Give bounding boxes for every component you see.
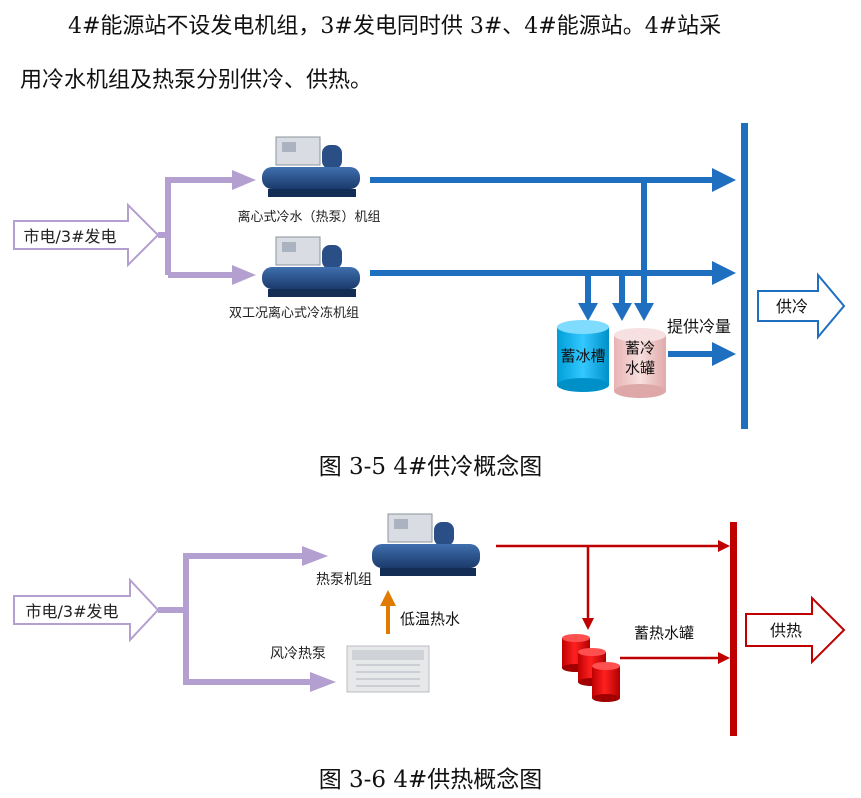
heating-output-arrow: 供热 (745, 595, 846, 665)
intro-line-1: 4#能源站不设发电机组，3#发电同时供 3#、4#能源站。4#站采 (68, 14, 722, 39)
supply-arrowhead-top (712, 168, 736, 192)
power-arrowhead-unit2 (232, 265, 256, 285)
dual-mode-chiller-image (262, 236, 360, 297)
cold-tank-label-2: 水罐 (625, 359, 655, 377)
tank-arrowhead-2 (612, 303, 632, 321)
low-temp-label: 低温热水 (400, 610, 460, 628)
heat-tank-label: 蓄热水罐 (634, 624, 694, 642)
figure-3-6-caption: 图 3-6 4#供热概念图 (318, 767, 543, 793)
heating-arrowhead-top (718, 540, 730, 552)
heating-arrowhead-bottom (718, 652, 730, 664)
centrifugal-chiller-image (262, 136, 360, 197)
heating-power-arrowhead-bottom (310, 672, 336, 692)
tank-arrowhead-1 (578, 303, 598, 321)
heating-diagram: 市电/3#发电 热泵机组 低温热水 风冷热泵 (13, 513, 846, 736)
air-pump-label: 风冷热泵 (270, 646, 326, 662)
source-label: 市电/3#发电 (24, 227, 117, 246)
heat-pump-unit-image (372, 513, 480, 576)
heating-source-label: 市电/3#发电 (26, 602, 119, 621)
heating-header-bar (730, 522, 737, 736)
ice-tank-label: 蓄冰槽 (560, 347, 605, 365)
unit1-label: 离心式冷水（热泵）机组 (237, 209, 380, 225)
cooling-output-label: 供冷 (776, 297, 808, 316)
heating-arrowhead-tank (582, 618, 594, 630)
cooling-header-bar (741, 123, 748, 429)
heating-power-lines (158, 553, 314, 685)
power-branch-lines (158, 177, 236, 278)
cold-tank-label-1: 蓄冷 (625, 339, 655, 357)
tank-arrowhead-3 (634, 303, 654, 321)
source-arrow: 市电/3#发电 (13, 202, 160, 268)
heating-power-arrowhead-top (302, 546, 328, 566)
figure-3-5-caption: 图 3-5 4#供冷概念图 (318, 454, 543, 480)
unit2-label: 双工况离心式冷冻机组 (229, 305, 359, 321)
cooling-diagram: 市电/3#发电 离心式冷水（热泵）机组 双工况离心式冷冻机组 (13, 123, 846, 429)
air-cooled-heat-pump-image (346, 645, 430, 693)
ice-storage-tank: 蓄冰槽 (557, 320, 609, 392)
heating-output-label: 供热 (770, 621, 802, 640)
heat-pump-label: 热泵机组 (316, 572, 372, 588)
supply-arrowhead-mid (712, 261, 736, 285)
power-arrowhead-unit1 (232, 170, 256, 190)
supply-arrowhead-bottom (712, 342, 736, 366)
low-temp-water-arrow (380, 590, 396, 634)
cooling-output-arrow: 供冷 (757, 272, 846, 340)
heat-storage-tanks (562, 634, 620, 702)
intro-line-2: 用冷水机组及热泵分别供冷、供热。 (20, 68, 373, 93)
heating-source-arrow: 市电/3#发电 (13, 577, 160, 643)
chilled-water-pipes (370, 177, 714, 357)
cold-water-tank: 蓄冷 水罐 (614, 328, 666, 398)
supply-note: 提供冷量 (667, 317, 731, 336)
hot-water-pipes (496, 544, 720, 660)
